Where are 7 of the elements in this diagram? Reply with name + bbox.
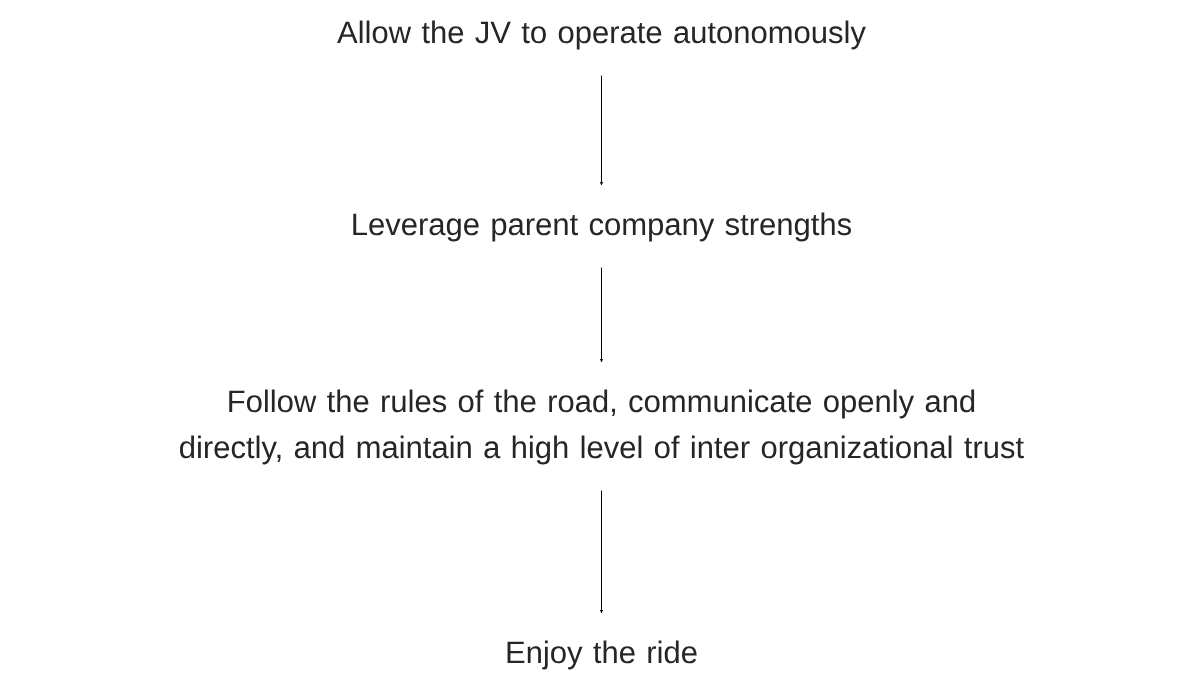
step-text: Follow the rules of the road, communicate openly and directly, and maintain a high level of inter organizational trust	[180, 389, 1024, 465]
arrow	[600, 267, 603, 363]
step-text: Enjoy the ride	[507, 640, 697, 670]
arrow	[600, 75, 603, 186]
arrow	[600, 490, 603, 614]
step-text: Leverage parent company strengths	[353, 212, 851, 242]
step-text: Allow the JV to operate autonomously	[337, 20, 866, 50]
